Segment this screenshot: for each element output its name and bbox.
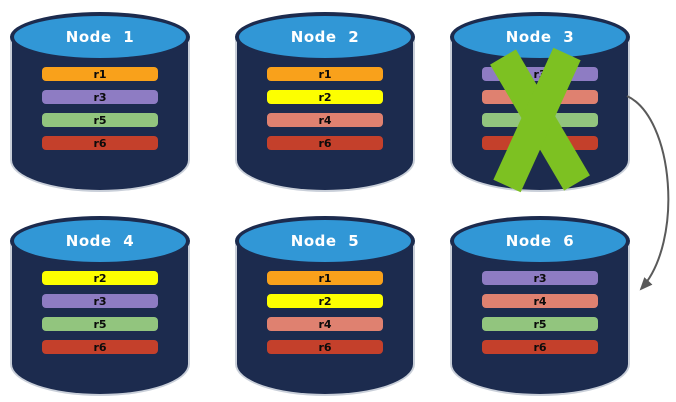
replica-label: r5 bbox=[533, 317, 547, 331]
replica-bar: r2 bbox=[267, 90, 383, 104]
replica-bar: r6 bbox=[267, 136, 383, 150]
replica-bar: r3 bbox=[482, 271, 598, 285]
replica-bar: r1 bbox=[42, 67, 158, 81]
node-3-title: Node 3 bbox=[505, 28, 575, 46]
node-6-title: Node 6 bbox=[505, 232, 575, 250]
replica-bar: r5 bbox=[42, 113, 158, 127]
replica-label: r5 bbox=[93, 317, 107, 331]
replica-label: r5 bbox=[533, 113, 547, 127]
replica-bar: r5 bbox=[482, 317, 598, 331]
node-2: Node 2 r1 r2 r4 r6 bbox=[235, 12, 415, 192]
replica-bar: r4 bbox=[482, 294, 598, 308]
replica-label: r5 bbox=[93, 113, 107, 127]
node-6: Node 6 r3 r4 r5 r6 bbox=[450, 216, 630, 396]
replica-label: r6 bbox=[533, 136, 547, 150]
node-5: Node 5 r1 r2 r4 r6 bbox=[235, 216, 415, 396]
replica-label: r2 bbox=[93, 271, 107, 285]
replica-bar: r6 bbox=[42, 340, 158, 354]
node-5-title: Node 5 bbox=[290, 232, 360, 250]
node-1-title: Node 1 bbox=[65, 28, 135, 46]
replica-label: r6 bbox=[318, 340, 332, 354]
replica-label: r4 bbox=[318, 113, 332, 127]
node-4: Node 4 r2 r3 r5 r6 bbox=[10, 216, 190, 396]
replica-label: r3 bbox=[533, 271, 547, 285]
replica-label: r3 bbox=[93, 294, 107, 308]
replica-bar: r3 bbox=[482, 67, 598, 81]
replica-label: r3 bbox=[93, 90, 107, 104]
node-2-title: Node 2 bbox=[290, 28, 360, 46]
node-5-cylinder-top: Node 5 bbox=[235, 216, 415, 266]
node-1-replica-list: r1 r3 r5 r6 bbox=[42, 67, 158, 159]
node-4-title: Node 4 bbox=[65, 232, 135, 250]
failover-arrow bbox=[626, 95, 670, 291]
replica-bar: r6 bbox=[267, 340, 383, 354]
replica-label: r4 bbox=[318, 317, 332, 331]
node-2-replica-list: r1 r2 r4 r6 bbox=[267, 67, 383, 159]
replica-bar: r1 bbox=[267, 67, 383, 81]
replica-bar: r3 bbox=[42, 294, 158, 308]
replica-label: r2 bbox=[318, 294, 332, 308]
replica-label: r6 bbox=[93, 340, 107, 354]
node-4-replica-list: r2 r3 r5 r6 bbox=[42, 271, 158, 363]
node-1: Node 1 r1 r3 r5 r6 bbox=[10, 12, 190, 192]
replica-bar: r3 bbox=[42, 90, 158, 104]
node-6-replica-list: r3 r4 r5 r6 bbox=[482, 271, 598, 363]
node-4-cylinder-top: Node 4 bbox=[10, 216, 190, 266]
replica-label: r3 bbox=[533, 67, 547, 81]
node-6-cylinder-top: Node 6 bbox=[450, 216, 630, 266]
node-3-cylinder-top: Node 3 bbox=[450, 12, 630, 62]
replica-bar: r1 bbox=[267, 271, 383, 285]
replica-bar: r5 bbox=[42, 317, 158, 331]
node-3: Node 3 r3 r4 r5 r6 bbox=[450, 12, 630, 192]
replica-bar: r6 bbox=[482, 340, 598, 354]
node-5-replica-list: r1 r2 r4 r6 bbox=[267, 271, 383, 363]
node-3-replica-list: r3 r4 r5 r6 bbox=[482, 67, 598, 159]
replica-label: r2 bbox=[318, 90, 332, 104]
replica-label: r6 bbox=[533, 340, 547, 354]
node-2-cylinder-top: Node 2 bbox=[235, 12, 415, 62]
node-1-cylinder-top: Node 1 bbox=[10, 12, 190, 62]
replica-bar: r6 bbox=[482, 136, 598, 150]
replica-label: r6 bbox=[93, 136, 107, 150]
replica-label: r1 bbox=[318, 271, 332, 285]
replica-bar: r4 bbox=[482, 90, 598, 104]
replica-label: r1 bbox=[318, 67, 332, 81]
replica-label: r4 bbox=[533, 294, 547, 308]
replica-bar: r2 bbox=[42, 271, 158, 285]
replica-bar: r2 bbox=[267, 294, 383, 308]
replica-label: r6 bbox=[318, 136, 332, 150]
replica-label: r1 bbox=[93, 67, 107, 81]
replica-bar: r5 bbox=[482, 113, 598, 127]
replica-bar: r6 bbox=[42, 136, 158, 150]
replica-bar: r4 bbox=[267, 113, 383, 127]
replica-bar: r4 bbox=[267, 317, 383, 331]
replica-label: r4 bbox=[533, 90, 547, 104]
